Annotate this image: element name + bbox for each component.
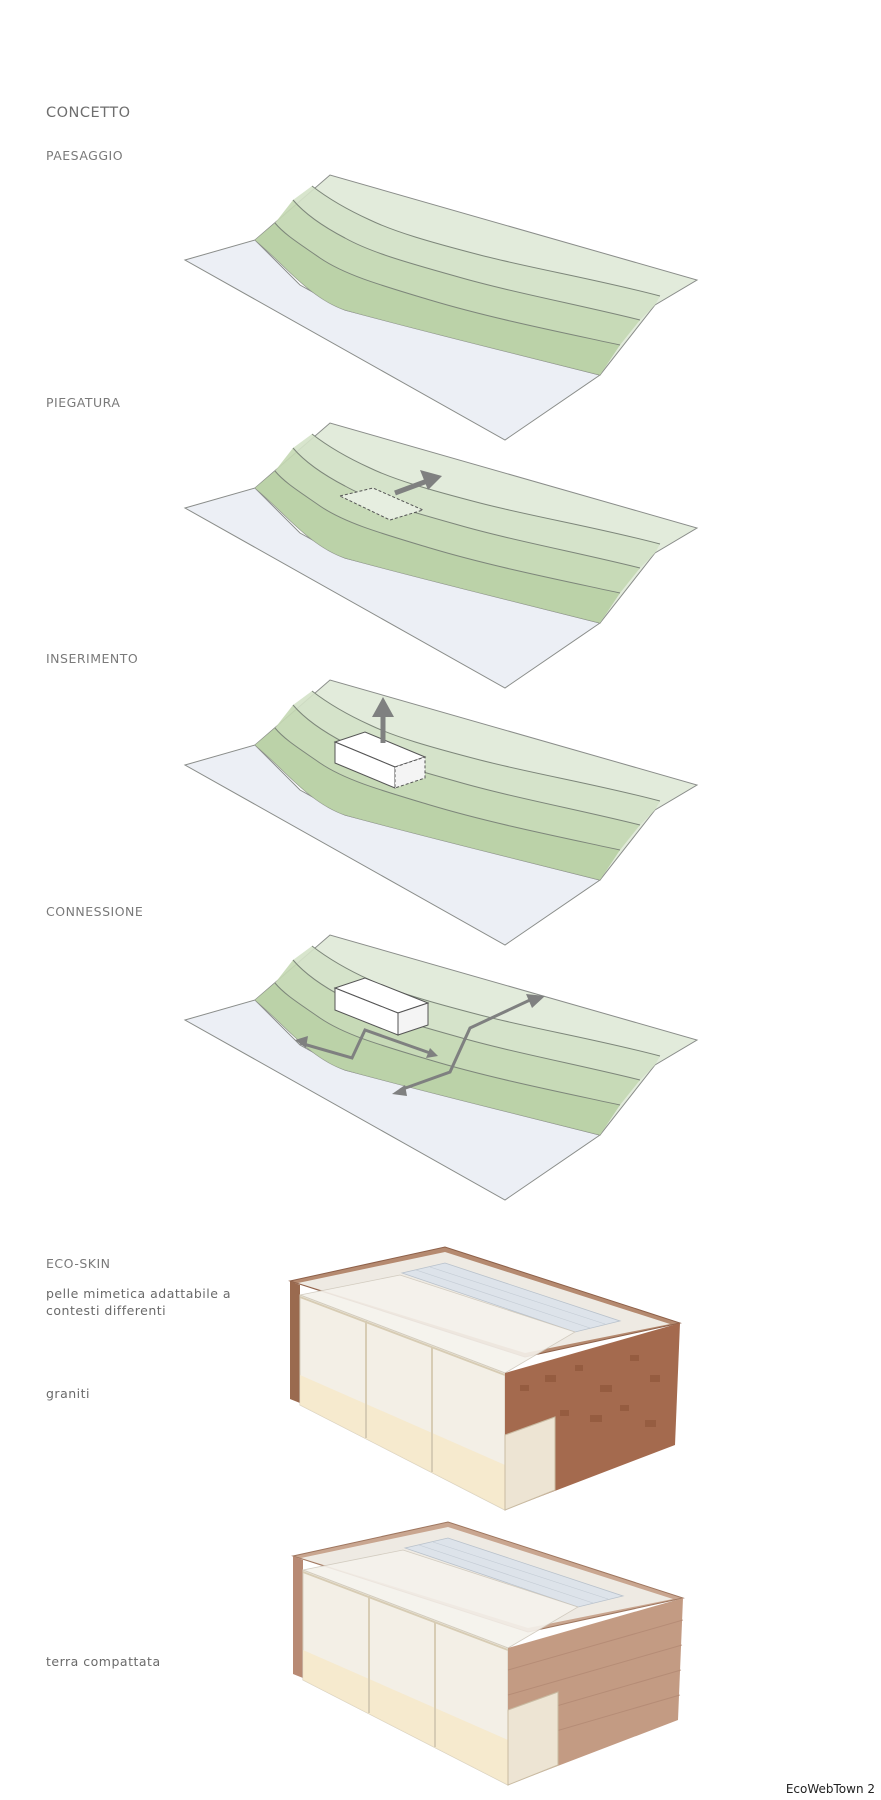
folding-label: PIEGATURA xyxy=(46,395,121,410)
entrance-door xyxy=(507,1691,559,1786)
entrance-door xyxy=(504,1416,556,1511)
connection-paths xyxy=(299,998,531,1092)
landscape-label: PAESAGGIO xyxy=(46,148,124,163)
building-footprint-dashed xyxy=(338,487,425,521)
fold-direction-arrow xyxy=(394,470,442,496)
folding-diagram xyxy=(184,422,698,689)
insertion-label: INSERIMENTO xyxy=(46,651,139,666)
earth-building-render xyxy=(291,1521,685,1786)
inserted-building-block xyxy=(333,731,427,789)
compacted-earth-material-label: terra compattata xyxy=(46,1654,161,1669)
connection-label: CONNESSIONE xyxy=(46,904,144,919)
path-arrowhead-west xyxy=(295,1036,308,1048)
granite-building-render xyxy=(288,1246,682,1511)
path-arrowhead-southwest xyxy=(392,1085,407,1096)
connection-diagram xyxy=(184,934,698,1201)
ecoskin-label: ECO-SKIN xyxy=(46,1256,111,1271)
concept-heading: CONCETTO xyxy=(46,105,131,121)
granite-material-label: graniti xyxy=(46,1386,91,1401)
connected-building-block xyxy=(333,977,430,1036)
ecoskin-description: pelle mimetica adattabile a contesti dif… xyxy=(46,1286,232,1318)
path-arrowhead-south xyxy=(426,1048,438,1058)
footer-credit: EcoWebTown 2 xyxy=(785,1782,875,1796)
insertion-diagram xyxy=(184,679,698,946)
rise-arrow xyxy=(372,697,394,743)
path-arrowhead-northeast xyxy=(526,994,545,1008)
